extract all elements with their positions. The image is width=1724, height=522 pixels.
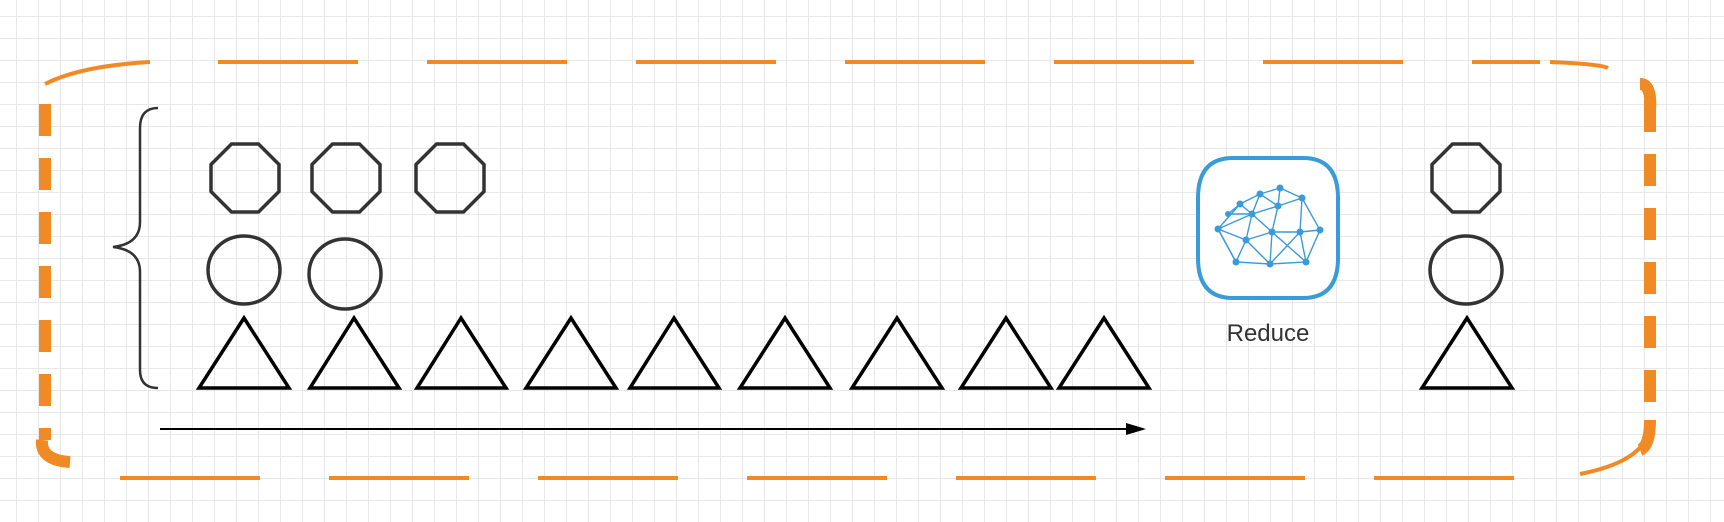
circle-shape <box>307 237 383 311</box>
circle-shape <box>1428 234 1504 306</box>
triangle-shape <box>848 314 946 390</box>
neural-network-nodes <box>1214 184 1324 268</box>
input-octagons <box>209 142 486 214</box>
triangle-shape <box>957 314 1055 390</box>
triangle-shape <box>413 314 510 390</box>
reduce-label: Reduce <box>1226 320 1310 347</box>
triangle-shape <box>1055 314 1153 390</box>
curly-brace-icon <box>112 106 159 390</box>
frame-corner-top-right-2 <box>1639 78 1657 111</box>
circle-shape <box>206 234 282 306</box>
triangle-shape <box>195 314 293 390</box>
triangle-shape <box>626 314 723 390</box>
arrow-right-icon <box>160 423 1146 435</box>
octagon-shape <box>1430 142 1502 214</box>
neural-network-icon <box>1217 187 1321 265</box>
triangle-shape <box>522 314 620 390</box>
triangle-shape <box>306 314 403 390</box>
reduce-node <box>1196 156 1340 300</box>
frame-corner-top-right <box>1549 60 1609 70</box>
dashed-frame <box>35 60 1657 480</box>
octagon-shape <box>414 142 486 214</box>
frame-corner-bottom-right-2 <box>1637 419 1656 456</box>
input-triangles <box>195 314 1153 390</box>
octagon-shape <box>209 142 281 214</box>
triangle-shape <box>1418 314 1516 390</box>
triangle-shape <box>736 314 834 390</box>
frame-corner-top-left <box>44 60 151 86</box>
input-circles <box>206 234 383 311</box>
frame-corner-bottom-left <box>35 439 71 468</box>
octagon-shape <box>310 142 382 214</box>
output-shapes <box>1418 142 1516 390</box>
